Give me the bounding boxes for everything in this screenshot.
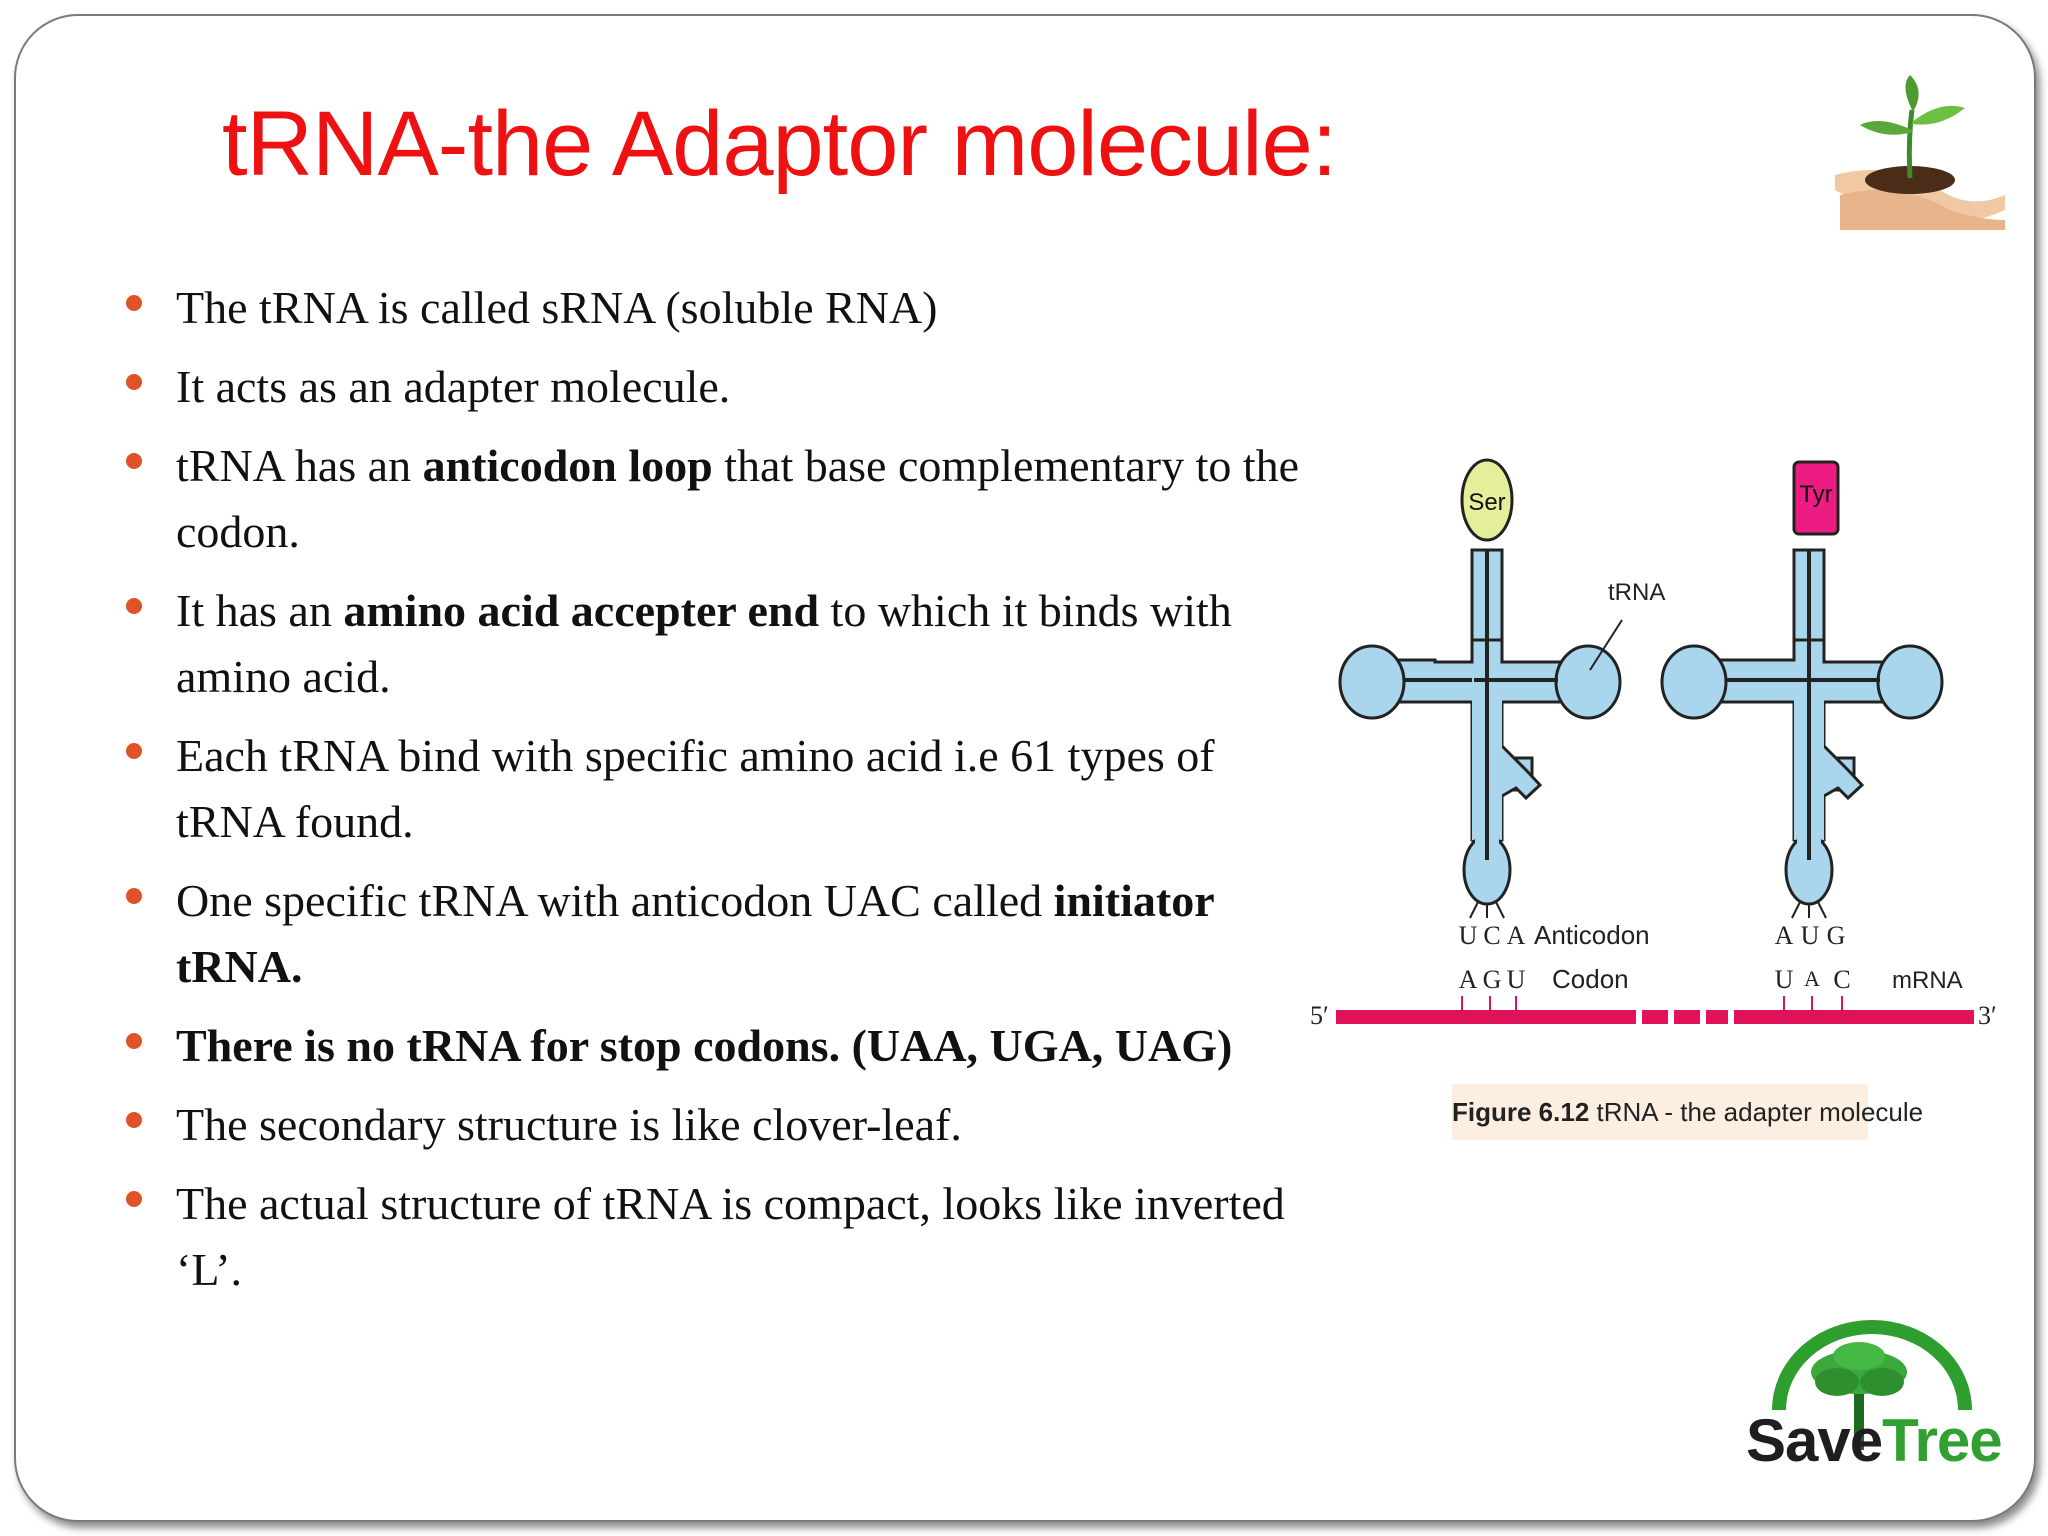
left-anticodon-base: U <box>1459 921 1478 950</box>
bullet-dot <box>126 1191 142 1207</box>
trna-left: Ser <box>1338 458 1622 919</box>
bullet-item: The tRNA is called sRNA (soluble RNA) <box>120 275 1310 341</box>
bullet-dot <box>126 1033 142 1049</box>
figure-caption-text: tRNA - the adapter molecule <box>1589 1097 1924 1127</box>
bullet-text: tRNA has an <box>176 440 423 491</box>
bullet-text: There is no tRNA for stop codons. (UAA, … <box>176 1020 1233 1071</box>
bullet-text: One specific tRNA with anticodon UAC cal… <box>176 875 1054 926</box>
bullet-list: The tRNA is called sRNA (soluble RNA) It… <box>120 275 1310 1316</box>
bullet-text: The tRNA is called sRNA (soluble RNA) <box>176 282 938 333</box>
right-anticodon-base: U <box>1801 921 1820 950</box>
save-tree-logo: SaveTree <box>1732 1320 2003 1485</box>
codon-label: Codon <box>1552 964 1629 994</box>
mrna-label: mRNA <box>1892 967 1963 994</box>
bullet-text: to which it binds with amino acid. <box>176 585 1232 702</box>
left-anticodon-base: A <box>1507 921 1526 950</box>
bullet-item: The secondary structure is like clover-l… <box>120 1092 1310 1158</box>
bullet-text: that base complementary to the codon. <box>176 440 1300 557</box>
bullet-item: It has an amino acid accepter end to whi… <box>120 578 1310 710</box>
slide-frame <box>14 14 2036 1522</box>
figure-caption-number: Figure 6.12 <box>1452 1097 1590 1127</box>
save-word: Save <box>1746 1407 1883 1474</box>
left-codon-base: G <box>1483 965 1502 994</box>
left-codon-base: A <box>1459 965 1478 994</box>
right-anticodon-base: A <box>1775 921 1794 950</box>
bullet-text: The secondary structure is like clover-l… <box>176 1099 962 1150</box>
bullet-text: It has an <box>176 585 344 636</box>
tree-icon <box>1811 1342 1907 1450</box>
bullet-bold-text: initiator tRNA. <box>176 875 1214 992</box>
right-anticodon-base: G <box>1827 921 1846 950</box>
bullet-text: The actual structure of tRNA is compact,… <box>176 1178 1285 1295</box>
anticodon-label: Anticodon <box>1534 920 1650 950</box>
five-prime-label: 5′ <box>1310 1001 1329 1030</box>
bullet-item: tRNA has an anticodon loop that base com… <box>120 433 1310 565</box>
mrna-strand <box>1336 996 1974 1024</box>
bullet-item: There is no tRNA for stop codons. (UAA, … <box>120 1013 1310 1079</box>
bullet-dot <box>126 453 142 469</box>
right-codon-base: C <box>1833 965 1850 994</box>
bullet-bold-text: anticodon loop <box>422 440 713 491</box>
save-tree-wordmark: SaveTree <box>1746 1406 2003 1475</box>
bullet-dot <box>126 1112 142 1128</box>
right-codon-base: A <box>1804 966 1820 991</box>
tree-word: Tree <box>1882 1407 2002 1474</box>
slide-title: tRNA-the Adaptor molecule: <box>222 93 1337 195</box>
bullet-text: It acts as an adapter molecule. <box>176 361 731 412</box>
three-prime-label: 3′ <box>1978 1001 1997 1030</box>
left-anticodon-base: C <box>1483 921 1500 950</box>
plant-in-hands-icon <box>1830 70 2010 235</box>
amino-acid-right-label: Tyr <box>1799 481 1832 508</box>
figure-caption: Figure 6.12 tRNA - the adapter molecule <box>1452 1084 1923 1140</box>
bullet-dot <box>126 598 142 614</box>
bullet-bold-text: amino acid accepter end <box>343 585 820 636</box>
amino-acid-left-label: Ser <box>1468 489 1505 516</box>
trna-label: tRNA <box>1608 579 1665 606</box>
trna-figure: Ser tRNA Tyr <box>1300 440 2020 1160</box>
bullet-item: One specific tRNA with anticodon UAC cal… <box>120 868 1310 1000</box>
bullet-dot <box>126 295 142 311</box>
bullet-item: Each tRNA bind with specific amino acid … <box>120 723 1310 855</box>
trna-right: Tyr <box>1660 460 1944 919</box>
bullet-dot <box>126 743 142 759</box>
bullet-item: The actual structure of tRNA is compact,… <box>120 1171 1310 1303</box>
left-codon-base: U <box>1507 965 1526 994</box>
bullet-dot <box>126 888 142 904</box>
bullet-dot <box>126 374 142 390</box>
bullet-text: Each tRNA bind with specific amino acid … <box>176 730 1215 847</box>
bullet-item: It acts as an adapter molecule. <box>120 354 1310 420</box>
right-codon-base: U <box>1775 965 1794 994</box>
